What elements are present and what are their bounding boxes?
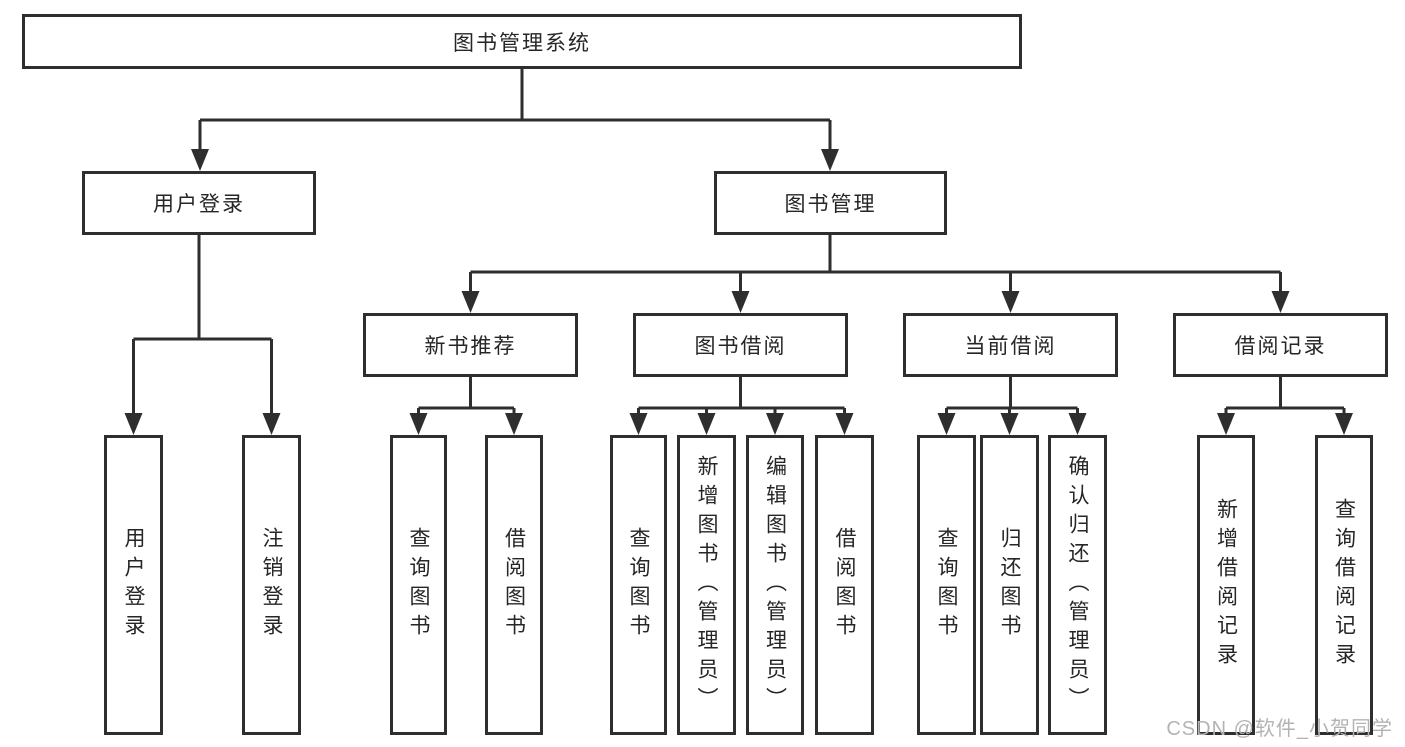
leaf-user-login: 用户登录 — [104, 435, 163, 735]
node-current-borrowing: 当前借阅 — [903, 313, 1118, 377]
leaf-logout: 注销登录 — [242, 435, 301, 735]
leaf-records-query-record: 查询借阅记录 — [1315, 435, 1373, 735]
leaf-borrowing-edit-books-admin: 编辑图书（管理员） — [746, 435, 804, 735]
node-user-login-branch: 用户登录 — [82, 171, 316, 235]
leaf-borrowing-add-books-admin: 新增图书（管理员） — [677, 435, 736, 735]
leaf-newbooks-borrow-books: 借阅图书 — [485, 435, 543, 735]
leaf-borrowing-query-books: 查询图书 — [610, 435, 667, 735]
leaf-records-add-record: 新增借阅记录 — [1197, 435, 1255, 735]
node-root-library-system: 图书管理系统 — [22, 14, 1022, 69]
node-borrowing-records: 借阅记录 — [1173, 313, 1388, 377]
leaf-current-return-books: 归还图书 — [980, 435, 1039, 735]
leaf-borrowing-borrow-books: 借阅图书 — [815, 435, 874, 735]
csdn-watermark: CSDN @软件_小贺同学 — [1166, 718, 1393, 740]
node-book-borrowing: 图书借阅 — [633, 313, 848, 377]
leaf-current-query-books: 查询图书 — [917, 435, 976, 735]
leaf-current-confirm-return-admin: 确认归还（管理员） — [1048, 435, 1107, 735]
node-book-management-branch: 图书管理 — [714, 171, 947, 235]
node-new-book-recommend: 新书推荐 — [363, 313, 578, 377]
leaf-newbooks-query-books: 查询图书 — [390, 435, 447, 735]
